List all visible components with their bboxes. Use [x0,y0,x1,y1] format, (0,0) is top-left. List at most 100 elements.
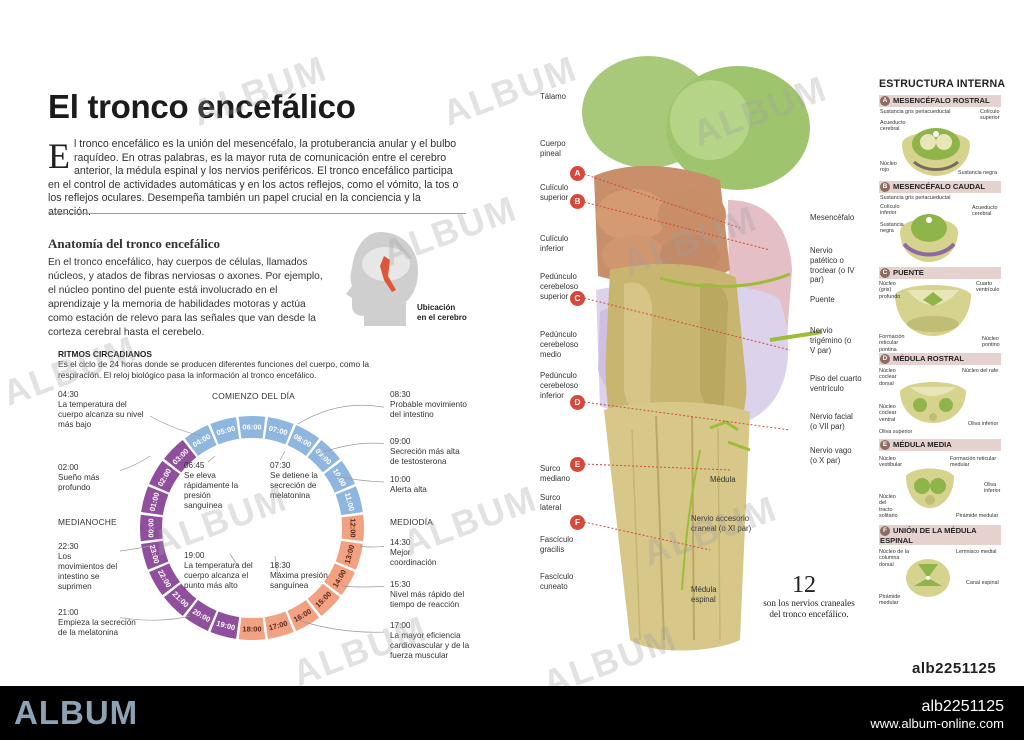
clock-segment [141,486,169,516]
day-start-heading: COMIENZO DEL DÍA [212,391,295,401]
intro-text: l tronco encefálico es la unión del mese… [48,138,459,218]
label-puente: Puente [810,295,835,304]
label-a-1: Sustancia gris periacueductal [880,109,951,115]
label-nervio-facial: Nervio facial (o VII par) [810,412,853,431]
section-e-diagram [906,468,954,508]
clock-segment [287,600,320,631]
structure-title: ESTRUCTURA INTERNA [879,78,1006,90]
brainstem-highlight-icon [380,256,396,292]
stat-number: 12 [792,572,816,598]
label-a-4: Núcleo rojo [880,161,897,174]
brainstem-illustration [582,56,823,651]
clock-segment [149,563,180,596]
section-d-diagram [900,382,966,423]
label-c-3: Formación reticular pontina [879,334,905,353]
section-a-diagram [902,128,970,176]
clock-segment [210,611,240,639]
clock-segment [238,617,266,640]
footer-url[interactable]: www.album-online.com [870,716,1004,731]
label-pedunculo-inferior: Pedúnculo cerebeloso inferior [540,371,579,400]
label-d-2: Núcleo del rafe [962,368,999,374]
page-title: El tronco encefálico [48,88,356,125]
clock-segment [149,460,180,493]
clock-hour-label: 12:00 [349,518,358,537]
label-medula-espinal: Médula espinal [691,585,717,604]
label-nervio-troclear: Nervio patético o troclear (o IV par) [810,246,855,285]
label-f-3: Canal espinal [966,580,999,586]
noon-heading: MEDIODÍA [390,517,434,527]
clock-segment [184,600,217,631]
rhythms-title: RITMOS CIRCADIANOS [58,349,152,359]
clock-segment [141,540,169,570]
label-mesencefalo: Mesencéfalo [810,213,855,222]
label-d-4: Oliva superior [879,429,913,435]
label-coliculo-inferior: Culículo inferior [540,234,569,253]
head-location-illustration [346,232,418,326]
label-e-5: Pirámide medular [956,513,999,519]
section-b-diagram [900,214,958,262]
label-nervio-trigemino: Nervio trigémino (o V par) [810,326,852,355]
label-e-4: Núcleo del tracto solitario [879,494,898,520]
label-nervio-vago: Nervio vago (o X par) [810,446,852,465]
label-a-2: Acueducto cerebral [880,120,906,133]
section-f-diagram [906,559,950,597]
section-c-diagram [895,285,971,336]
clock-hour-label: 06:00 [242,423,261,432]
label-b-4: Sustancia negra [880,222,904,235]
clock-segment [210,417,240,445]
label-fasciculo-gracilis: Fascículo gracilis [540,535,574,554]
label-a-5: Sustancia negra [958,170,997,176]
label-f-2: Lemnisco medial [956,549,997,555]
clock-segment [238,416,266,439]
label-f-1: Núcleo de la columna dorsal [879,549,909,568]
clock-segment [163,439,197,473]
clock-segment [335,540,363,570]
label-c-2: Cuarto ventrículo [976,281,1000,294]
clock-segment [335,486,363,516]
marker-b: B [570,194,585,209]
label-cuerpo-pineal: Cuerpo pineal [540,139,566,158]
label-surco-lateral: Surco lateral [540,493,562,512]
label-pedunculo-medio: Pedúnculo cerebeloso medio [540,330,579,359]
stat-text: son los nervios craneales del tronco enc… [763,598,855,619]
marker-f: F [570,515,585,530]
footer-code: alb2251125 [921,698,1004,715]
marker-c: C [570,291,585,306]
clock-segment [287,425,320,456]
label-e-1: Núcleo vestibular [879,456,903,469]
label-e-2: Formación reticular medular [950,456,997,469]
clock-hour-label: 00:00 [147,518,156,537]
label-piso-cuarto-ventriculo: Piso del cuarto ventrículo [810,374,862,393]
clock-segment [264,417,294,445]
image-code: alb2251125 [912,660,997,677]
clock-segment [264,611,294,639]
label-e-3: Oliva inferior [984,482,1001,495]
label-pedunculo-superior: Pedúnculo cerebeloso superior [540,272,579,301]
midnight-heading: MEDIANOCHE [58,517,117,527]
dropcap: E [48,136,70,176]
label-coliculo-superior: Culículo superior [540,183,569,202]
label-b-1: Sustancia gris periacueductal [880,195,951,201]
footer-bar [0,686,1024,740]
footer-logo: ALBUM [14,694,139,731]
clock-segment [307,583,341,617]
clock-segment [307,439,341,473]
label-c-1: Núcleo (gris) profundo [879,281,901,300]
label-d-1: Núcleo coclear dorsal [879,368,897,387]
